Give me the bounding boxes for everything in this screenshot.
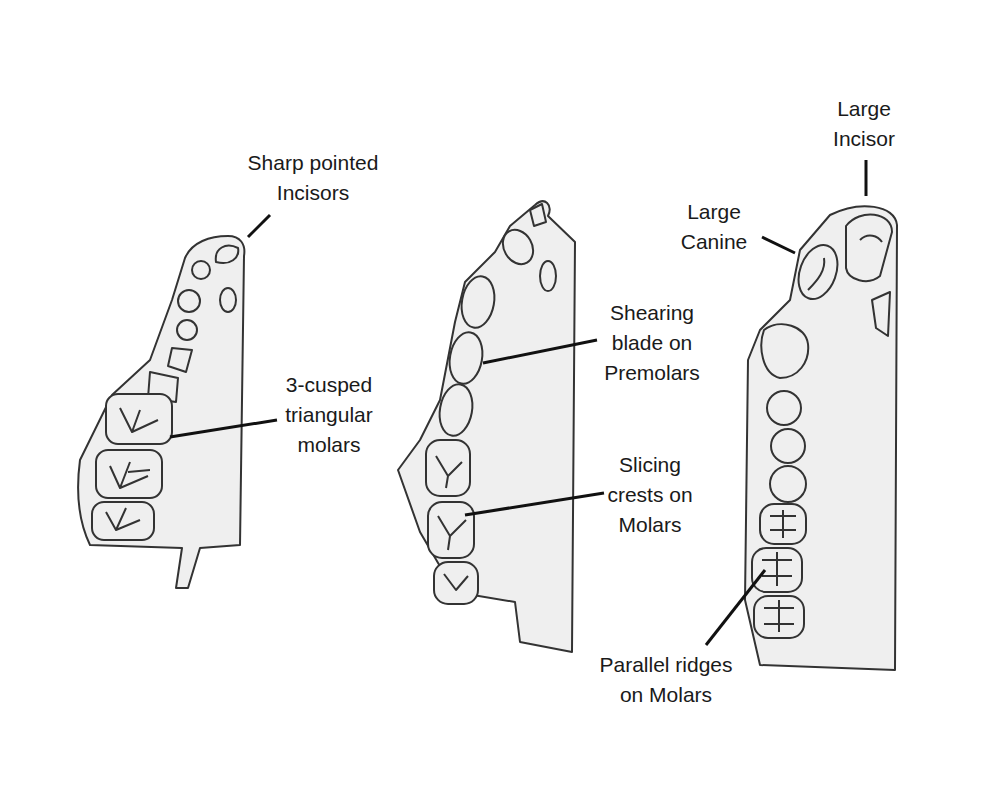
jaw-left-part xyxy=(177,320,197,340)
jaw-right-part xyxy=(754,596,804,638)
part-label: Large Canine xyxy=(666,197,762,257)
leader-lines-part xyxy=(483,340,597,363)
jaw-left-part xyxy=(106,508,140,530)
leader-lines-part xyxy=(865,160,868,196)
jaw-middle-part xyxy=(458,274,499,331)
part-label: Slicing crests on Molars xyxy=(594,450,706,540)
jaw-left-part xyxy=(92,502,154,540)
jaw-left-part xyxy=(120,408,158,432)
jaw-middle-part xyxy=(530,204,546,226)
jaw-right-part xyxy=(760,504,806,544)
jaw-left xyxy=(78,236,244,588)
jaw-right-part xyxy=(770,466,806,502)
jaw-middle-part xyxy=(446,330,487,387)
jaw-left-part xyxy=(178,290,200,312)
jaw-middle xyxy=(398,201,575,652)
jaw-middle-part xyxy=(497,224,539,269)
jaw-right-part xyxy=(761,324,808,378)
jaw-right-part xyxy=(752,548,802,592)
jaw-middle-part xyxy=(438,516,466,550)
jaw-right-part xyxy=(764,600,794,632)
jaw-middle-part xyxy=(444,574,468,590)
jaw-left-part xyxy=(168,348,192,372)
jaw-right-part xyxy=(846,215,892,282)
part-label: Shearing blade on Premolars xyxy=(592,298,712,388)
jaw-left-part xyxy=(216,246,238,263)
jaw-right-part xyxy=(770,510,796,538)
jaw-right-part xyxy=(792,240,845,305)
leader-lines-part xyxy=(465,493,604,515)
jaw-left-part xyxy=(106,394,172,444)
part-label: Sharp pointed Incisors xyxy=(228,148,398,208)
jaw-middle-part xyxy=(428,502,474,558)
jaw-right-part xyxy=(767,391,801,425)
jaw-left-part xyxy=(78,236,244,588)
leader-lines xyxy=(170,160,866,645)
leader-lines-part xyxy=(706,570,765,645)
jaw-right-part xyxy=(771,429,805,463)
jaw-middle-part xyxy=(426,440,470,496)
jaw-right-part xyxy=(860,236,882,242)
jaw-left-part xyxy=(96,450,162,498)
part-label: 3-cusped triangular molars xyxy=(270,370,388,460)
jaw-middle-part xyxy=(398,201,575,652)
leader-lines-part xyxy=(170,420,277,437)
jaw-right-part xyxy=(762,552,792,586)
jaw-middle-part xyxy=(436,382,477,439)
leader-lines-part xyxy=(762,237,795,253)
jaw-left-part xyxy=(110,462,150,488)
jaw-middle-part xyxy=(540,261,556,291)
jaw-right-part xyxy=(745,206,897,670)
jaw-right-part xyxy=(808,258,824,290)
leader-lines-part xyxy=(248,215,270,237)
jaw-left-part xyxy=(192,261,210,279)
part-label: Parallel ridges on Molars xyxy=(586,650,746,710)
jaw-right-part xyxy=(872,292,890,336)
jaw-middle-part xyxy=(436,456,462,488)
part-label: Large Incisor xyxy=(816,94,912,154)
jaw-right xyxy=(745,206,897,670)
jaw-middle-part xyxy=(434,562,478,604)
jaw-left-part xyxy=(220,288,236,312)
